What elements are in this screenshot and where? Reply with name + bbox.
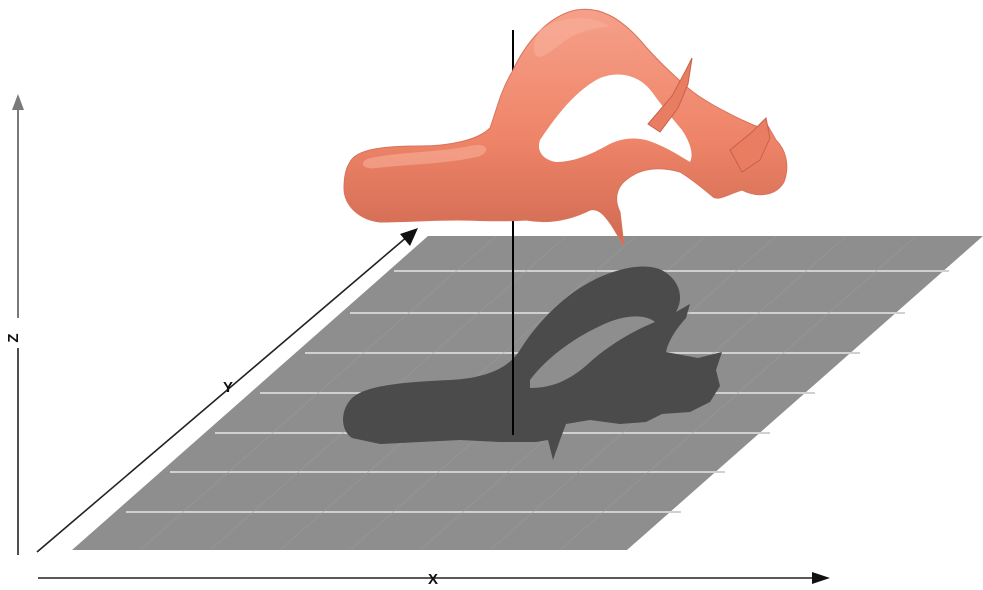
x-axis: X: [38, 571, 830, 588]
3d-object: [344, 9, 787, 246]
arrow-right-icon: [812, 572, 830, 584]
arrow-up-right-icon: [400, 228, 418, 246]
y-axis-label: Y: [223, 379, 233, 396]
x-axis-label: X: [428, 571, 438, 588]
z-axis-label: Z: [5, 333, 22, 342]
z-axis: Z: [5, 94, 24, 555]
arrow-up-icon: [12, 94, 24, 110]
